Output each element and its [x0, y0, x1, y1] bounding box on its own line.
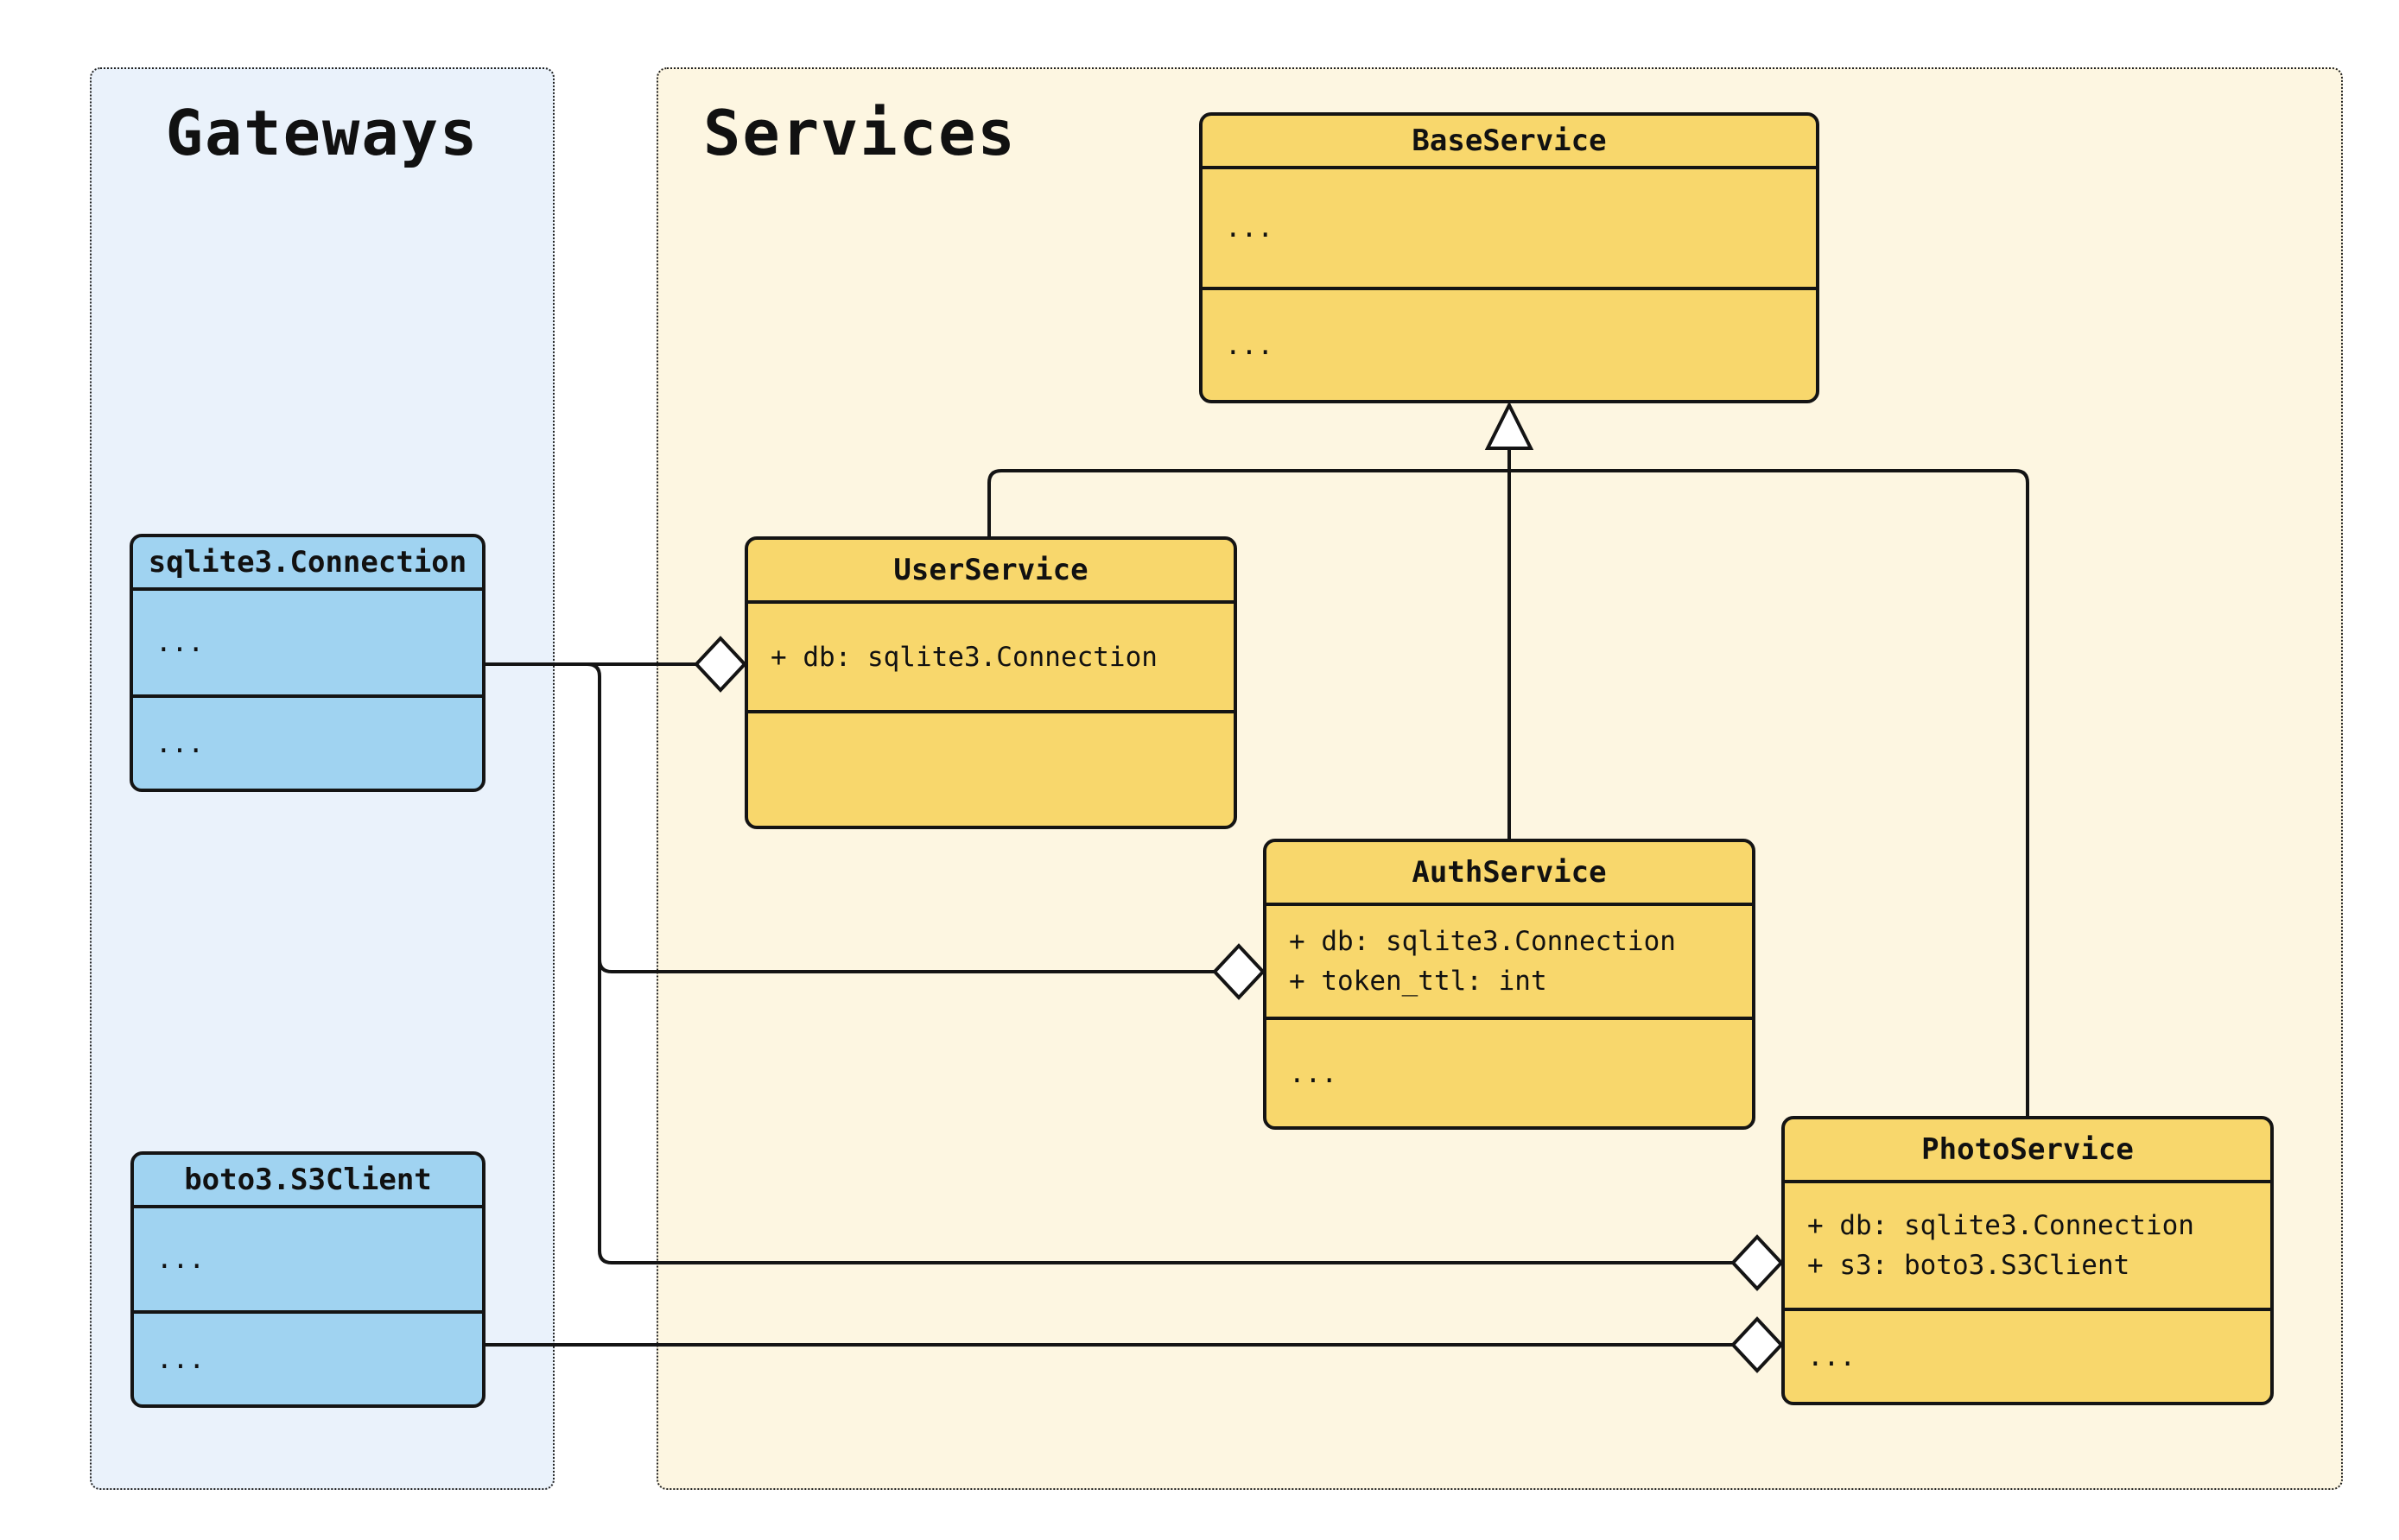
class-auth-service: AuthService + db: sqlite3.Connection + t…	[1263, 839, 1755, 1130]
attribute-line: + db: sqlite3.Connection	[1807, 1210, 2194, 1241]
class-attributes: ...	[1203, 169, 1816, 287]
attribute-line: + db: sqlite3.Connection	[1289, 926, 1676, 957]
attribute-line: + s3: boto3.S3Client	[1807, 1250, 2130, 1281]
services-panel-title: Services	[703, 97, 1017, 169]
class-attributes: ...	[134, 1208, 482, 1310]
class-title: PhotoService	[1785, 1119, 2270, 1183]
class-title: UserService	[748, 540, 1234, 604]
class-attributes: + db: sqlite3.Connection + s3: boto3.S3C…	[1785, 1183, 2270, 1308]
class-boto3-s3client: boto3.S3Client ... ...	[130, 1151, 486, 1408]
class-methods: ...	[1203, 287, 1816, 400]
attribute-line: + token_ttl: int	[1289, 966, 1547, 997]
class-methods: ...	[133, 694, 482, 789]
class-methods	[748, 710, 1234, 826]
class-title: AuthService	[1266, 842, 1752, 906]
class-photo-service: PhotoService + db: sqlite3.Connection + …	[1781, 1116, 2274, 1405]
method-line: ...	[1225, 329, 1273, 361]
class-attributes: ...	[133, 591, 482, 694]
attribute-line: ...	[156, 1244, 205, 1275]
class-attributes: + db: sqlite3.Connection + token_ttl: in…	[1266, 906, 1752, 1017]
class-user-service: UserService + db: sqlite3.Connection	[745, 536, 1237, 829]
gateways-panel-title: Gateways	[165, 97, 479, 169]
class-methods: ...	[134, 1310, 482, 1404]
class-methods: ...	[1785, 1308, 2270, 1402]
class-sqlite3-connection: sqlite3.Connection ... ...	[130, 534, 486, 792]
method-line: ...	[155, 727, 204, 759]
class-title: sqlite3.Connection	[133, 537, 482, 591]
attribute-line: + db: sqlite3.Connection	[771, 641, 1158, 673]
method-line: ...	[1807, 1340, 1856, 1372]
method-line: ...	[156, 1343, 205, 1375]
attribute-line: ...	[155, 627, 204, 658]
class-methods: ...	[1266, 1017, 1752, 1126]
class-title: BaseService	[1203, 116, 1816, 169]
class-title: boto3.S3Client	[134, 1155, 482, 1208]
class-attributes: + db: sqlite3.Connection	[748, 604, 1234, 710]
attribute-line: ...	[1225, 212, 1273, 244]
method-line: ...	[1289, 1057, 1337, 1089]
class-base-service: BaseService ... ...	[1199, 112, 1819, 403]
